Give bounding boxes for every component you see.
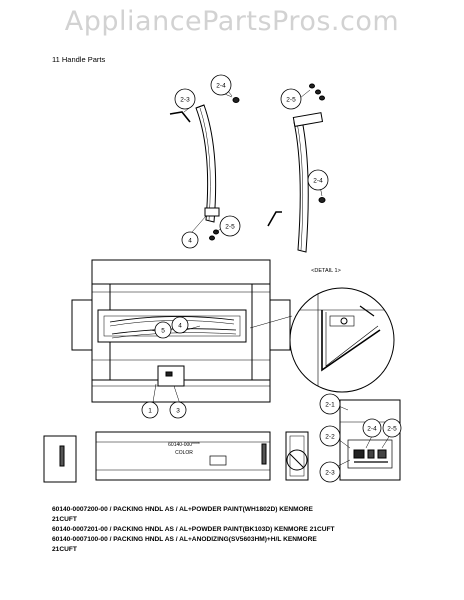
svg-text:2-1: 2-1 xyxy=(325,402,335,409)
svg-text:2-5: 2-5 xyxy=(225,224,235,231)
section-title: 11 Handle Parts xyxy=(52,55,106,64)
callouts: 2-3 2-4 2-5 4 2-5 2-4 5 4 1 3 2-1 2-2 2-… xyxy=(141,74,402,483)
right-handle xyxy=(292,112,324,253)
callout-2-3-left: 2-3 xyxy=(174,88,196,110)
parts-list-line: 60140-0007200-00 / PACKING HNDL AS / AL+… xyxy=(52,506,313,513)
callout-2-5-right: 2-5 xyxy=(280,88,302,110)
box-front-view xyxy=(95,431,271,481)
callout-2-3-bag: 2-3 xyxy=(319,461,341,483)
svg-text:2-3: 2-3 xyxy=(325,470,335,477)
box-end-view xyxy=(285,431,309,481)
screw-top-right xyxy=(309,83,325,101)
svg-text:4: 4 xyxy=(178,323,182,330)
svg-text:2-4: 2-4 xyxy=(313,178,323,185)
parts-list-line: 21CUFT xyxy=(52,516,77,523)
callout-2-1: 2-1 xyxy=(319,393,341,415)
callout-2-5-left: 2-5 xyxy=(219,215,241,237)
svg-text:2-5: 2-5 xyxy=(387,426,397,433)
box-label-top: 60140-000**** xyxy=(168,442,200,448)
parts-list: 60140-0007200-00 / PACKING HNDL AS / AL+… xyxy=(52,505,452,555)
screw-mid-right xyxy=(318,197,326,203)
svg-text:2-4: 2-4 xyxy=(367,426,377,433)
callout-2-4-right: 2-4 xyxy=(307,169,329,191)
svg-text:2-4: 2-4 xyxy=(216,83,226,90)
callout-2-2: 2-2 xyxy=(319,425,341,447)
left-allen-key xyxy=(169,111,191,123)
detail-label: <DETAIL 1> xyxy=(311,268,341,274)
watermark: AppliancePartsPros.com xyxy=(64,6,400,37)
callout-3: 3 xyxy=(169,401,187,419)
svg-text:5: 5 xyxy=(161,328,165,335)
callout-1: 1 xyxy=(141,401,159,419)
callout-4-box: 4 xyxy=(171,316,189,334)
svg-text:2-2: 2-2 xyxy=(325,434,335,441)
parts-list-line: 60140-0007201-00 / PACKING HNDL AS / AL+… xyxy=(52,526,335,533)
box-label-bottom: COLOR xyxy=(175,450,193,456)
left-handle xyxy=(195,104,220,223)
svg-text:3: 3 xyxy=(176,408,180,415)
svg-text:2-5: 2-5 xyxy=(286,97,296,104)
parts-list-line: 60140-0007100-00 / PACKING HNDL AS / AL+… xyxy=(52,536,317,543)
svg-text:4: 4 xyxy=(188,238,192,245)
right-allen-key xyxy=(267,211,282,227)
parts-list-line: 21CUFT xyxy=(52,546,77,553)
callout-4-left: 4 xyxy=(181,231,199,249)
svg-text:2-3: 2-3 xyxy=(180,97,190,104)
callout-2-4-left: 2-4 xyxy=(210,74,232,96)
detail-1-magnified xyxy=(249,287,395,393)
box-side-view-left xyxy=(43,435,77,483)
callout-2-5-bag: 2-5 xyxy=(382,418,402,438)
callout-2-4-bag: 2-4 xyxy=(362,418,382,438)
callout-5: 5 xyxy=(154,321,172,339)
svg-text:1: 1 xyxy=(148,408,152,415)
